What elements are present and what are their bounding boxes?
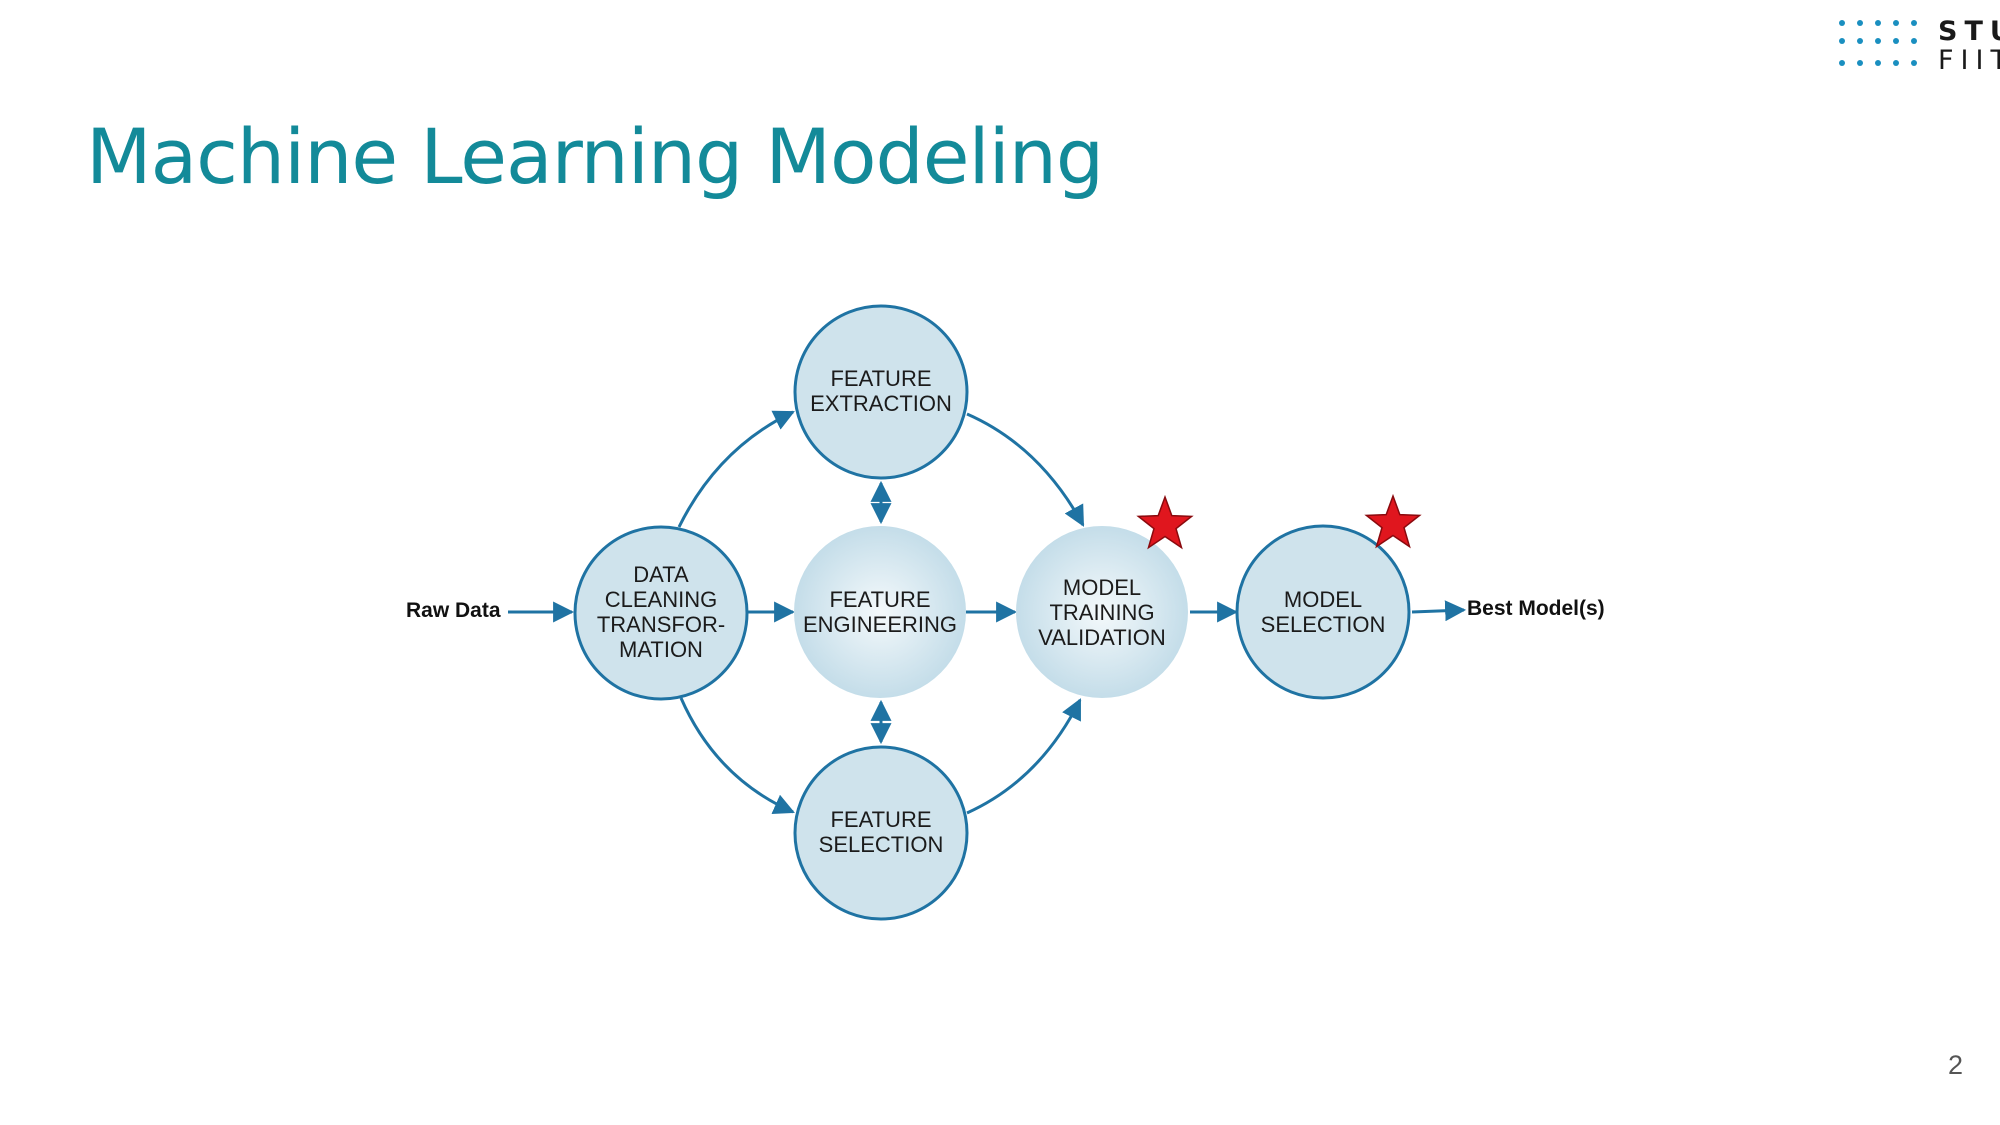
node-label: FEATURE [830,366,931,391]
slide-title: Machine Learning Modeling [86,112,1104,201]
star-icon [1364,493,1422,549]
arrow-selection-to-training [966,698,1082,815]
input-label: Raw Data [406,599,501,622]
node-label: MODEL [1063,575,1141,600]
node-label: EXTRACTION [810,391,952,416]
node-label: VALIDATION [1038,625,1166,650]
arrows [508,410,1467,815]
logo-dots [1839,20,1917,66]
stu-fiit-logo: STU FIIT [1838,16,2000,76]
node-feature-selection [793,745,969,921]
node-label: MODEL [1284,587,1362,612]
node-label: DATA [633,562,689,587]
node-label: SELECTION [1261,612,1386,637]
node-feature-engineering [794,526,966,698]
node-label: SELECTION [819,832,944,857]
node-feature-extraction [793,304,969,480]
node-label: CLEANING [605,587,717,612]
page-number: 2 [1948,1050,1964,1080]
node-data-cleaning [573,525,749,701]
node-label: MATION [619,637,703,662]
node-model-selection [1235,524,1411,700]
logo-text-stu: STU [1938,16,2000,47]
node-label: FEATURE [829,587,930,612]
logo-text-fiit: FIIT [1938,45,2000,76]
node-label: TRANSFOR- [597,612,725,637]
node-label: TRAINING [1049,600,1154,625]
arrow-cleaning-to-selection [679,697,795,814]
node-label: ENGINEERING [803,612,957,637]
arrow-cleaning-to-extraction [677,410,795,528]
arrow-selection-to-output [1411,600,1467,622]
star-icon [1136,494,1194,550]
output-label: Best Model(s) [1467,597,1605,620]
arrow-extraction-to-training [966,412,1085,527]
node-model-training [1016,526,1188,698]
node-label: FEATURE [830,807,931,832]
